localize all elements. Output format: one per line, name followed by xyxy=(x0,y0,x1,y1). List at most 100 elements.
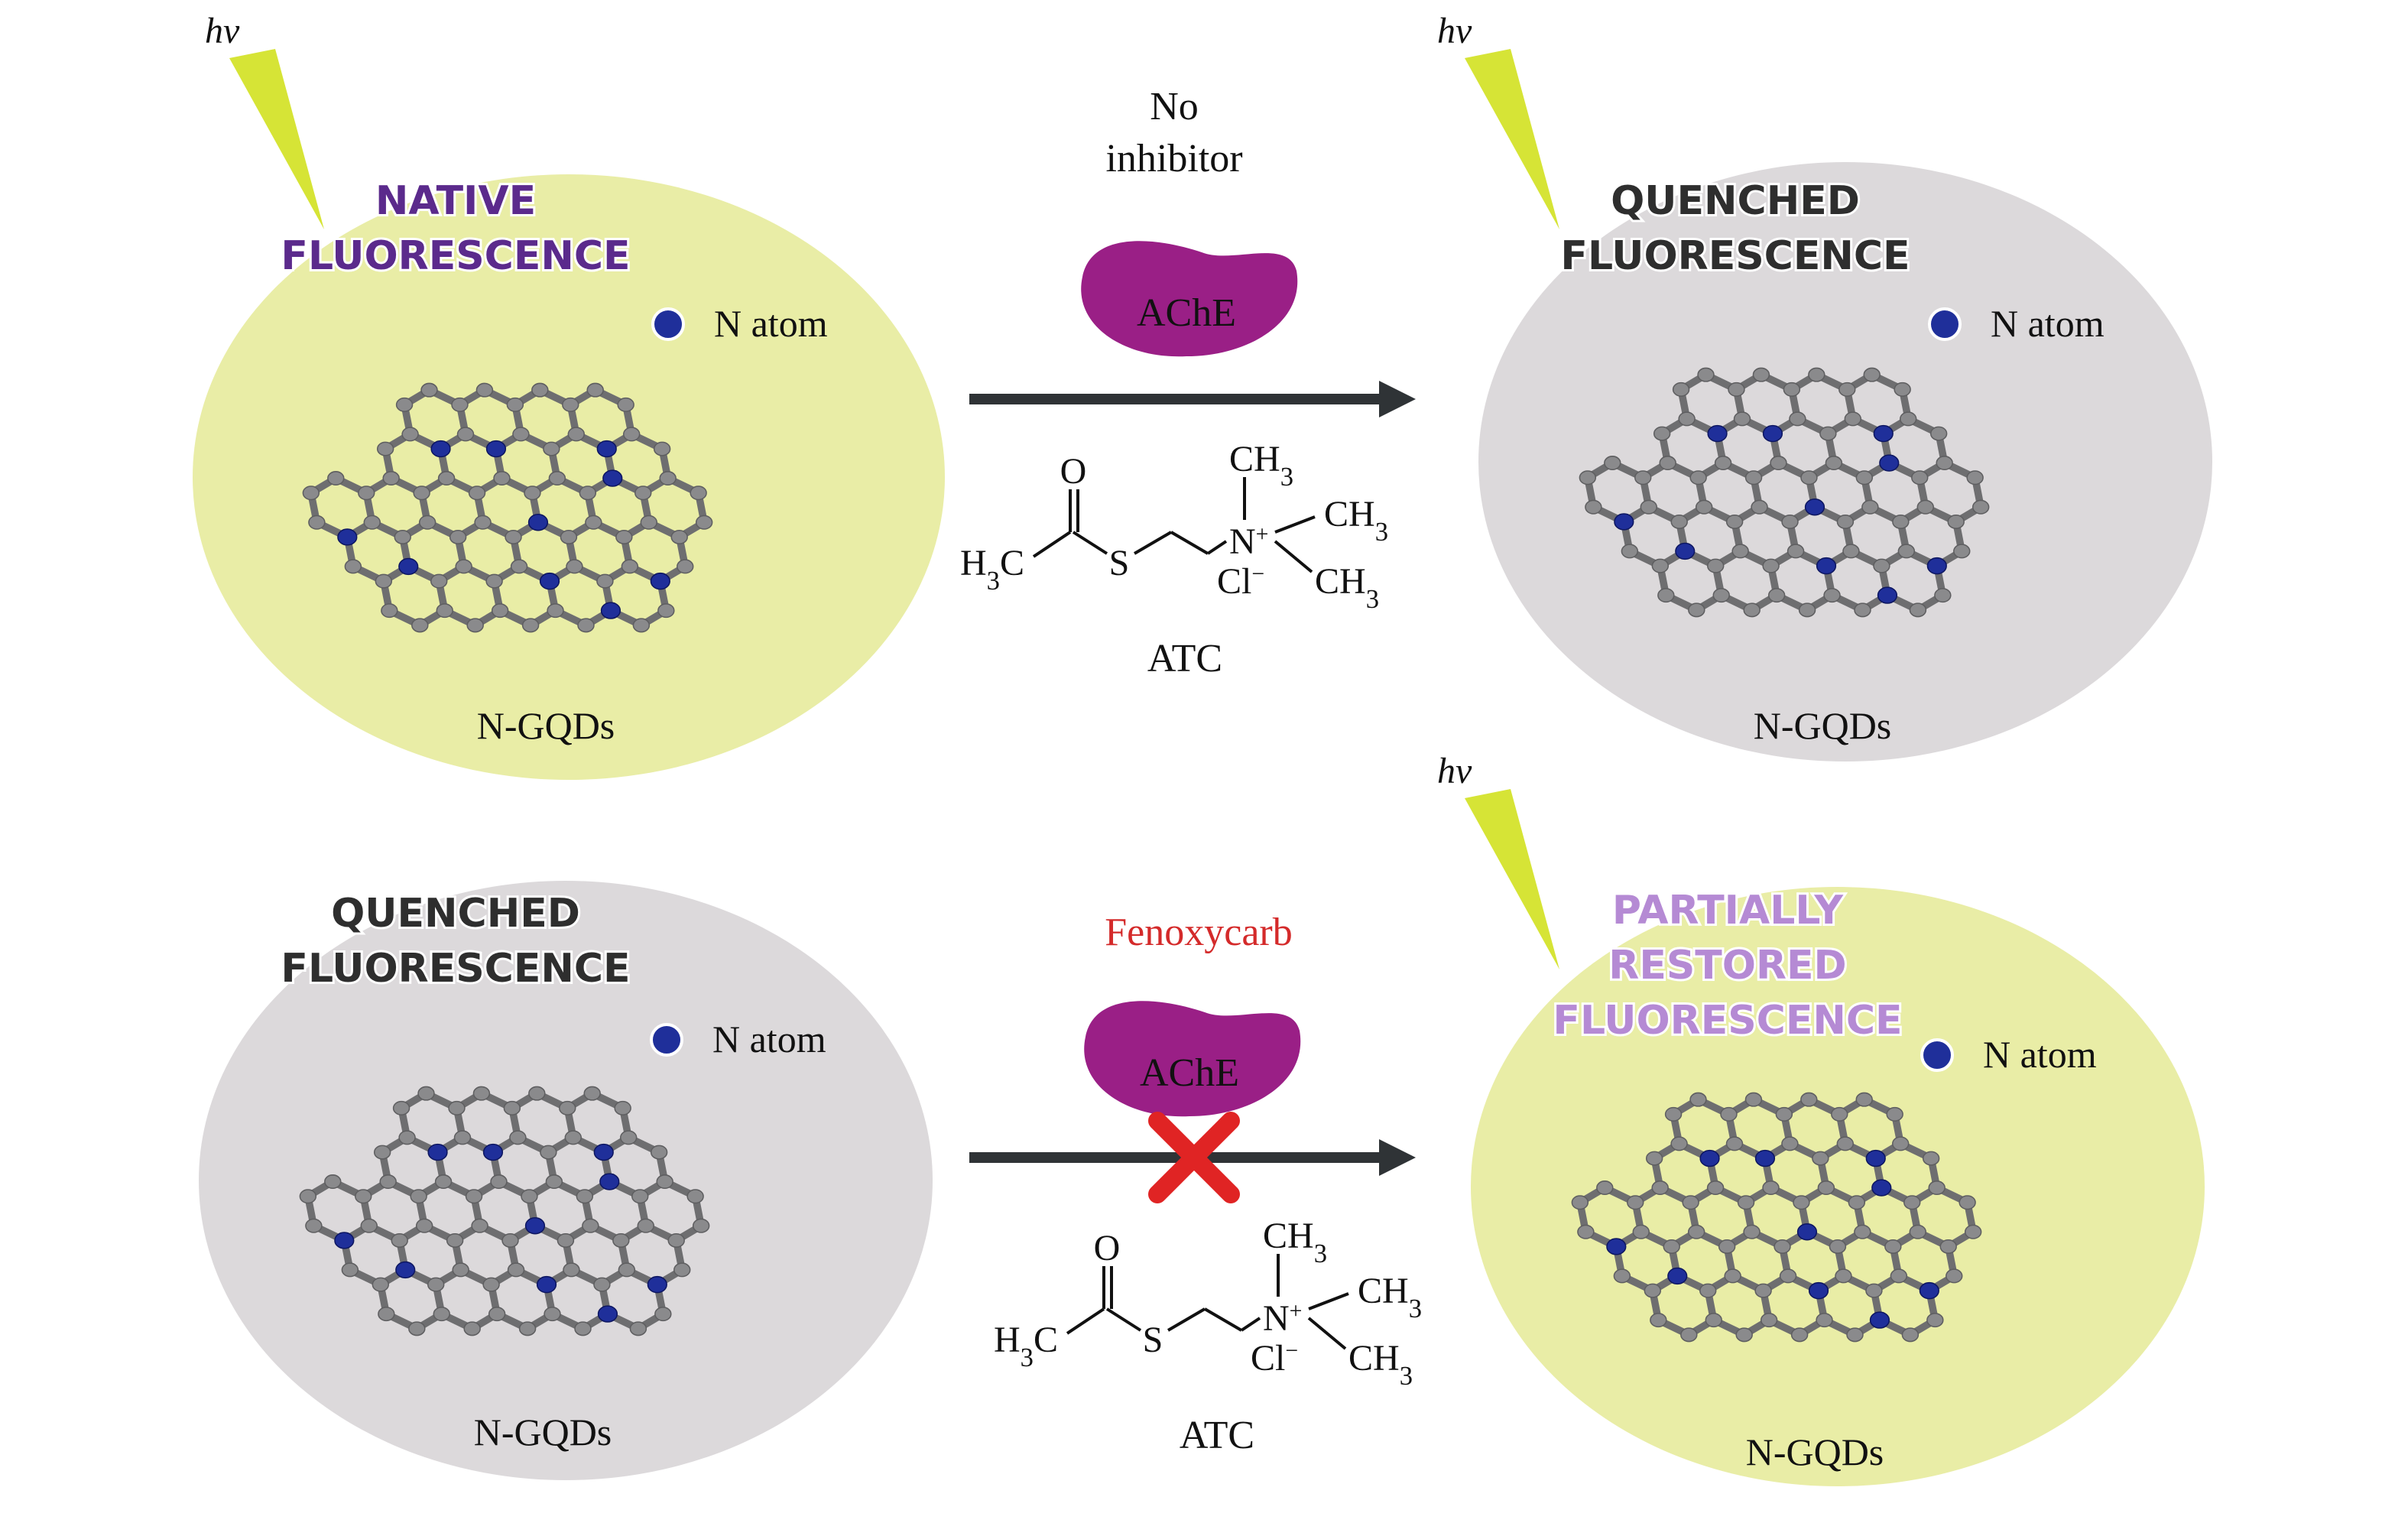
carbon-atom xyxy=(1966,470,1984,485)
nitrogen-atom xyxy=(647,1275,667,1294)
carbon-atom xyxy=(657,603,675,619)
carbon-atom xyxy=(1644,1283,1662,1298)
carbon-atom xyxy=(1812,1151,1829,1166)
carbon-atom xyxy=(1672,382,1690,397)
carbon-atom xyxy=(433,1307,450,1322)
carbon-atom xyxy=(1783,382,1801,397)
carbon-atom xyxy=(1751,499,1768,515)
carbon-atom xyxy=(559,1100,576,1115)
carbon-atom xyxy=(410,1189,427,1204)
carbon-atom xyxy=(1844,411,1861,427)
carbon-atom xyxy=(1640,499,1657,515)
carbon-atom xyxy=(1848,1195,1866,1210)
carbon-atom xyxy=(1604,456,1621,471)
nitrogen-doped-graphene-lattice xyxy=(299,1086,710,1336)
carbon-atom xyxy=(1731,544,1749,559)
carbon-atom xyxy=(695,515,713,530)
carbon-atom xyxy=(392,1100,411,1115)
carbon-atom xyxy=(531,382,549,398)
carbon-atom xyxy=(302,485,320,501)
carbon-atom xyxy=(1712,588,1730,603)
inhibition-x-icon xyxy=(1148,1112,1240,1203)
carbon-atom xyxy=(308,515,326,530)
n-atom-legend-label: N atom xyxy=(712,1018,826,1060)
nitrogen-atom xyxy=(1707,424,1728,443)
carbon-atom xyxy=(631,1189,649,1204)
carbon-atom xyxy=(1934,588,1952,603)
carbon-atom xyxy=(583,1086,601,1101)
carbon-atom xyxy=(493,471,511,486)
carbon-atom xyxy=(1892,514,1910,529)
carbon-atom xyxy=(547,603,564,619)
nitrogen-atom xyxy=(527,514,549,531)
carbonyl-oxygen-label: O xyxy=(1060,451,1087,492)
carbon-atom xyxy=(659,471,677,486)
carbon-atom xyxy=(614,1100,631,1115)
carbon-atom xyxy=(1718,1239,1736,1254)
nitrogen-atom xyxy=(1699,1149,1720,1167)
carbon-atom xyxy=(1752,367,1770,382)
carbon-atom xyxy=(577,618,595,633)
fluorescence-title-line: FLUORESCENCE xyxy=(1553,998,1902,1044)
carbon-atom xyxy=(566,559,583,574)
nitrogen-atom xyxy=(1865,1149,1886,1167)
carbon-atom xyxy=(1680,1327,1698,1343)
carbon-atom xyxy=(1861,499,1879,515)
fluorescence-title-line: FLUORESCENCE xyxy=(281,233,630,279)
carbon-atom xyxy=(344,559,362,574)
carbon-atom xyxy=(1800,470,1818,485)
carbon-atom xyxy=(448,1100,466,1115)
reaction-arrow-head xyxy=(1379,381,1416,417)
carbon-atom xyxy=(395,397,414,412)
nitrogen-atom xyxy=(1919,1281,1939,1300)
carbon-atom xyxy=(299,1189,317,1204)
nitrogen-atom xyxy=(539,572,560,590)
carbon-atom xyxy=(324,1174,342,1190)
carbon-atom xyxy=(506,397,524,412)
acetyl-methyl-label: H3C xyxy=(960,543,1024,596)
bond-line xyxy=(1240,1317,1261,1332)
nitrogen-atom xyxy=(1606,1238,1627,1255)
quaternary-nitrogen-label: N+ xyxy=(1229,521,1268,563)
carbon-atom xyxy=(1627,1195,1644,1210)
carbon-atom xyxy=(521,618,540,633)
carbon-atom xyxy=(382,471,400,486)
carbon-atom xyxy=(465,1189,483,1204)
carbon-atom xyxy=(1816,1313,1833,1328)
carbon-atom xyxy=(1775,1106,1793,1122)
nitrogen-atom xyxy=(1667,1267,1688,1285)
carbon-atom xyxy=(632,618,651,633)
carbon-atom xyxy=(434,1174,453,1190)
carbon-atom xyxy=(1707,558,1725,573)
carbon-atom xyxy=(1762,558,1780,573)
carbon-atom xyxy=(379,1174,397,1190)
nitrogen-atom xyxy=(1877,586,1898,604)
reaction-condition-text: inhibitor xyxy=(1105,137,1242,180)
carbon-atom xyxy=(521,1189,538,1204)
carbon-atom xyxy=(373,1145,391,1160)
carbon-atom xyxy=(1865,1283,1883,1298)
sulfur-label: S xyxy=(1143,1320,1163,1360)
carbon-atom xyxy=(394,529,411,544)
bond-line xyxy=(1170,531,1209,555)
carbon-atom xyxy=(548,471,566,486)
carbon-atom xyxy=(1798,602,1816,618)
bond-line xyxy=(1032,531,1072,558)
carbon-atom xyxy=(650,1145,668,1160)
carbon-atom xyxy=(640,515,657,530)
nitrogen-atom xyxy=(536,1275,557,1294)
carbon-atom xyxy=(1571,1195,1589,1210)
carbon-atom xyxy=(1890,1268,1908,1284)
n-gqds-label: N-GQDs xyxy=(474,1411,612,1453)
bond-line xyxy=(1203,1307,1243,1332)
carbon-atom xyxy=(1947,514,1965,529)
atc-label: ATC xyxy=(1147,637,1222,680)
carbon-atom xyxy=(1650,1313,1667,1328)
carbon-atom xyxy=(1946,1268,1963,1284)
carbon-atom xyxy=(545,1174,563,1190)
carbon-atom xyxy=(1964,1224,1982,1239)
carbon-atom xyxy=(1577,1224,1595,1239)
